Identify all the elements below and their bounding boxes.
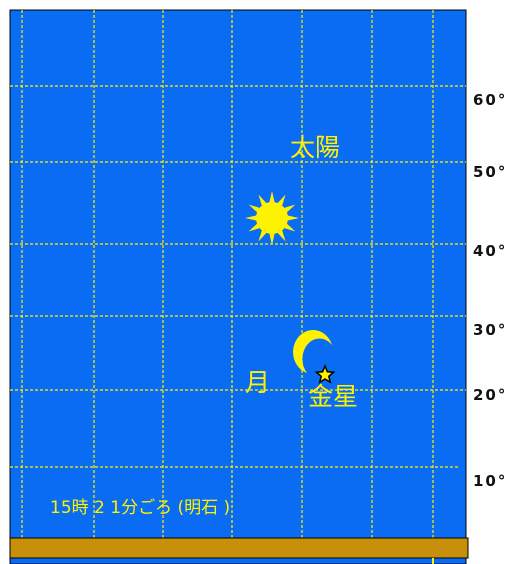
sun-ray <box>285 214 299 222</box>
sun-ray <box>268 231 276 245</box>
sky-background <box>9 9 467 564</box>
altitude-grid <box>10 10 466 538</box>
altitude-label-40: 40° <box>473 242 508 260</box>
ground-strip <box>9 537 469 559</box>
venus-label: 金星 <box>308 382 358 411</box>
sun-ray <box>245 214 259 222</box>
altitude-label-50: 50° <box>473 163 508 181</box>
altitude-label-10: 10° <box>473 472 508 490</box>
sun-icon <box>245 191 299 245</box>
crescent-moon-icon <box>293 330 332 373</box>
altitude-label-30: 30° <box>473 321 508 339</box>
sun-ray <box>268 191 276 205</box>
altitude-label-20: 20° <box>473 386 508 404</box>
time-caption: 15時 2 1分ごろ (明石 ) <box>50 498 230 518</box>
sun-disc <box>256 202 288 234</box>
altitude-label-60: 60° <box>473 91 508 109</box>
sun-label: 太陽 <box>290 133 340 162</box>
star-icon <box>314 364 336 384</box>
moon-label: 月 <box>245 368 270 397</box>
